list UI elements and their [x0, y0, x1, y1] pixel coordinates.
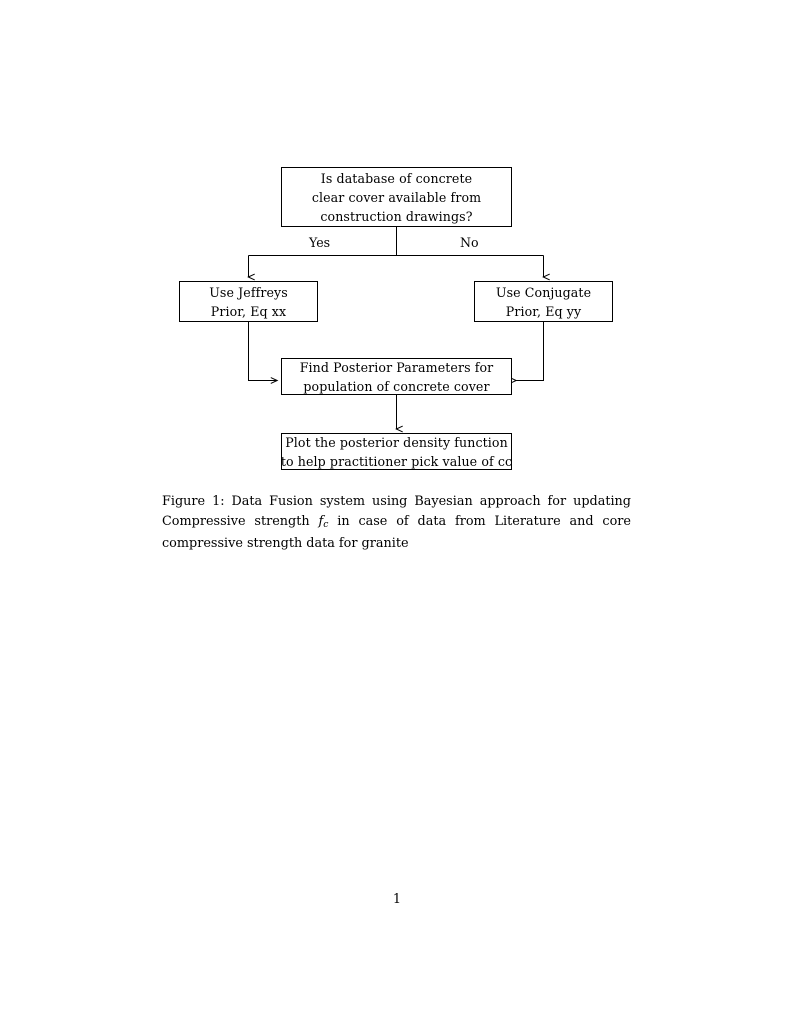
node-text-line: Find Posterior Parameters for	[299, 359, 494, 375]
node-text-line: Prior, Eq yy	[505, 303, 582, 319]
caption-text-before-math: Data Fusion system using Bayesian approa…	[162, 494, 631, 529]
flow-node-use-conjugate-prior[interactable]: Use Conjugate Prior, Eq yy	[474, 281, 613, 322]
node-text-line: Plot the posterior density function	[285, 434, 508, 450]
node-text-line: population of concrete cover	[303, 378, 490, 394]
figure-caption: Figure 1: Data Fusion system using Bayes…	[162, 492, 631, 554]
node-text-line: Use Conjugate	[495, 284, 592, 300]
node-text-line: construction drawings?	[320, 208, 473, 224]
math-base: f	[318, 513, 324, 529]
flow-node-decision-database-available[interactable]: Is database of concrete clear cover avai…	[281, 167, 512, 227]
edge-jeffreys-to-posterior	[248, 322, 279, 384]
page-number: 1	[392, 892, 402, 907]
node-text-line: to help practitioner pick value of cc	[280, 453, 513, 469]
figure-flowchart: Is database of concrete clear cover avai…	[0, 0, 794, 480]
node-text-line: clear cover available from	[311, 189, 482, 205]
branch-label-no: No	[458, 235, 481, 251]
flow-node-find-posterior-parameters[interactable]: Find Posterior Parameters for population…	[281, 358, 512, 395]
edge-conjugate-to-posterior	[509, 322, 544, 384]
node-text-line: Prior, Eq xx	[210, 303, 287, 319]
node-text-line: Is database of concrete	[320, 170, 473, 186]
flow-node-plot-posterior-density[interactable]: Plot the posterior density function to h…	[281, 433, 512, 470]
node-text-line: Use Jeffreys	[209, 284, 288, 300]
branch-label-yes: Yes	[307, 235, 333, 251]
caption-label: Figure 1:	[162, 494, 225, 509]
caption-text-after-math: in case of data from Literature and core…	[162, 513, 631, 552]
caption-math-fc: fc	[318, 513, 329, 530]
math-subscript: c	[323, 518, 329, 530]
flow-node-use-jeffreys-prior[interactable]: Use Jeffreys Prior, Eq xx	[179, 281, 318, 322]
flowchart-connectors	[247, 227, 550, 433]
